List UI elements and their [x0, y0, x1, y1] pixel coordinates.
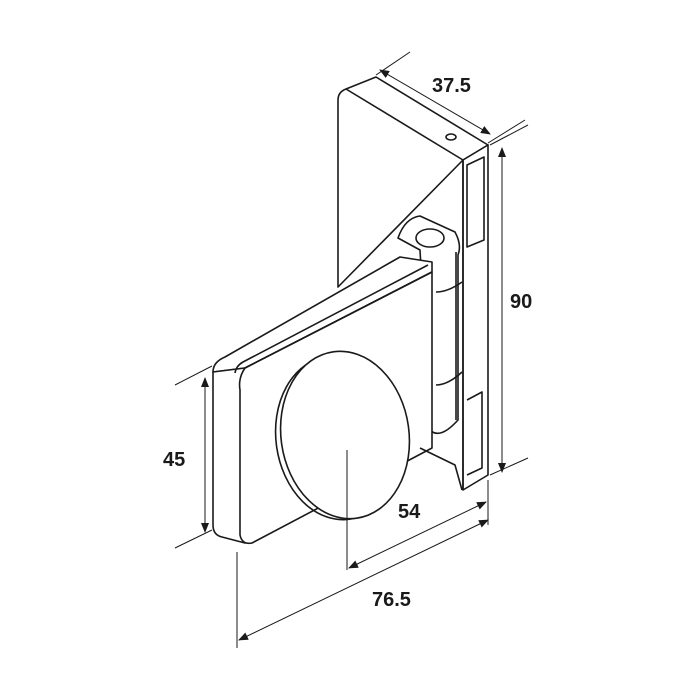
dimension-plate-height: 45 — [163, 365, 213, 549]
dimension-label-center-offset: 54 — [398, 501, 421, 523]
dimension-label-total-width: 76.5 — [372, 589, 411, 611]
dimension-label-height: 90 — [510, 291, 532, 313]
dimension-label-depth: 37.5 — [432, 75, 471, 97]
dimension-depth: 37.5 — [375, 51, 526, 144]
dimension-height: 90 — [489, 124, 532, 476]
dimension-label-plate-height: 45 — [163, 449, 185, 471]
dimension-total-width: 76.5 — [236, 519, 489, 648]
